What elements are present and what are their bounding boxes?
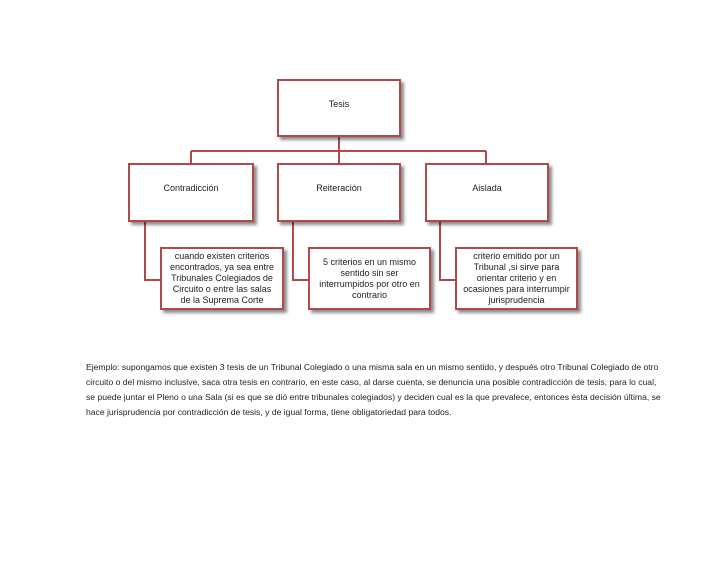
node-aislada-detail: criterio emitido por un Tribunal ,si sir…: [455, 247, 578, 310]
node-reiteracion-label: Reiteración: [316, 183, 362, 193]
connector-detail-contradiccion: [144, 222, 160, 281]
node-tesis-label: Tesis: [328, 99, 350, 109]
node-reiteracion-detail-text: 5 criterios en un mismo sentido sin ser …: [319, 256, 420, 300]
node-aislada: Aislada: [425, 163, 549, 222]
node-aislada-detail-text: criterio emitido por un Tribunal ,si sir…: [463, 251, 570, 305]
node-aislada-label: Aislada: [472, 183, 502, 193]
node-reiteracion: Reiteración: [277, 163, 401, 222]
example-paragraph: Ejemplo: supongamos que existen 3 tesis …: [86, 361, 661, 417]
node-contradiccion-detail-text: cuando existen criterios encontrados, ya…: [169, 251, 275, 305]
node-reiteracion-detail: 5 criterios en un mismo sentido sin ser …: [308, 247, 431, 310]
node-tesis: Tesis: [277, 79, 401, 137]
connector-detail-aislada: [439, 222, 455, 281]
connector-detail-reiteracion: [292, 222, 308, 281]
node-contradiccion-label: Contradicción: [163, 183, 219, 193]
node-contradiccion-detail: cuando existen criterios encontrados, ya…: [160, 247, 284, 310]
node-contradiccion: Contradicción: [128, 163, 254, 222]
